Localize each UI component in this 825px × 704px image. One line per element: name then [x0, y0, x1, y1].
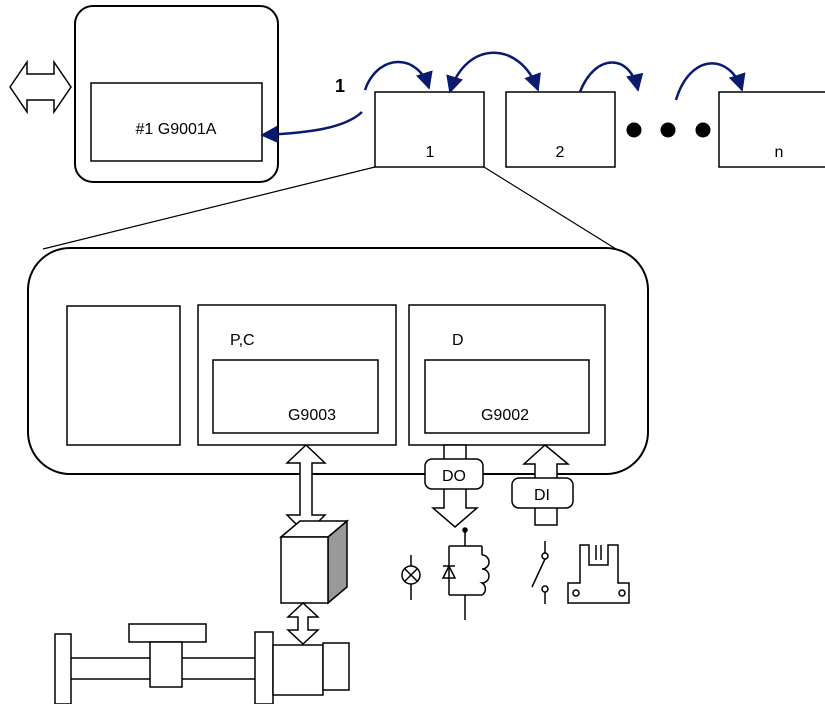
d-inner-label: G9002: [481, 407, 529, 424]
ellipsis-dot-2: [660, 122, 676, 138]
pc-inner-module: [212, 359, 379, 434]
host-module-label: #1 G9001A: [136, 121, 217, 138]
node-box-n: [718, 91, 825, 168]
expanded-node-panel: [27, 247, 649, 475]
converter-box: [280, 536, 329, 604]
zoom-line-left: [42, 166, 376, 250]
host-module: [90, 82, 263, 162]
lamp-icon: [401, 555, 421, 600]
bidirectional-arrow-icon: [9, 59, 72, 115]
d-inner-module: [424, 359, 590, 434]
sensor-icon: [567, 544, 630, 604]
valve-actuator-icon: [54, 623, 350, 704]
actuator-arrow: [286, 601, 320, 646]
relay-coil-icon: [441, 527, 490, 620]
node-label-1: 1: [426, 144, 435, 161]
ellipsis-dot-1: [626, 122, 642, 138]
blank-module: [66, 305, 181, 446]
zoom-line-right: [483, 166, 617, 250]
di-label: DI: [534, 487, 550, 504]
pc-module: [197, 304, 397, 446]
host-controller: [74, 5, 279, 183]
chain-arc-1: [363, 60, 433, 91]
chain-arc-3: [578, 61, 644, 93]
pc-inner-label: G9003: [288, 407, 336, 424]
chain-arc-4: [674, 62, 746, 101]
d-module-label: D: [452, 332, 464, 349]
ellipsis-dot-3: [695, 122, 711, 138]
di-badge: [511, 477, 574, 509]
node-box-1: [374, 91, 485, 168]
chain-arc-2: [446, 51, 541, 94]
link-label: 1: [335, 76, 345, 96]
do-badge: [424, 458, 484, 490]
node-label-n: n: [775, 144, 784, 161]
d-module: [408, 304, 606, 446]
link-arrow: [260, 111, 363, 144]
node-box-2: [505, 91, 616, 168]
node-label-2: 2: [556, 144, 565, 161]
do-label: DO: [442, 468, 466, 485]
switch-icon: [531, 541, 549, 604]
pc-module-label: P,C: [230, 332, 255, 349]
